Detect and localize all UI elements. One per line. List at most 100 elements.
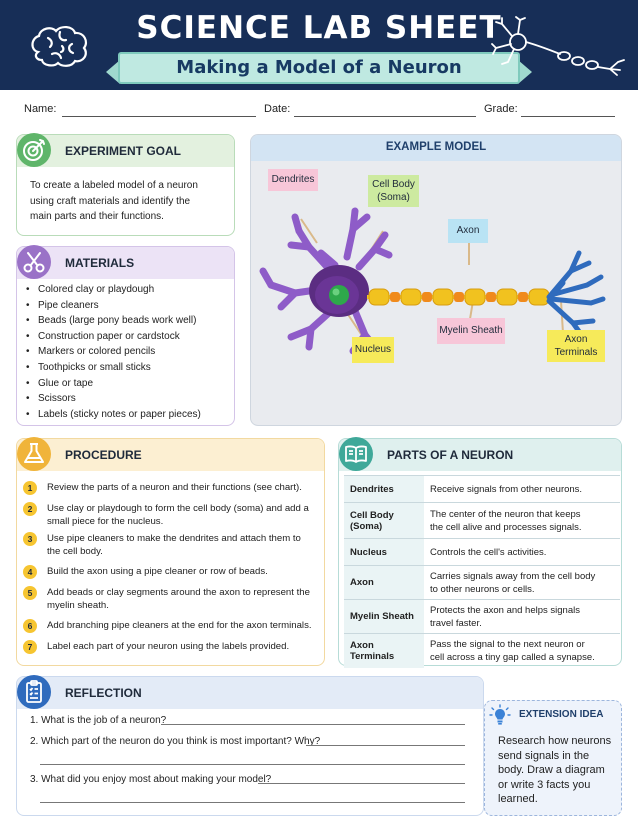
page-header: SCIENCE LAB SHEET Making a Model of a Ne… <box>0 0 638 90</box>
procedure-heading: PROCEDURE <box>65 448 142 462</box>
label-text: Nucleus <box>354 344 392 355</box>
list-item: Glue or tape <box>26 378 201 394</box>
extension-line: send signals in the <box>498 749 590 762</box>
label-axon: Axon <box>448 219 488 243</box>
goal-line: using craft materials and identify the <box>30 195 191 207</box>
materials-list: Colored clay or playdough Pipe cleaners … <box>26 284 201 424</box>
label-text: Axon <box>456 225 480 236</box>
grade-label: Grade: <box>484 103 518 115</box>
label-text: Terminals <box>554 347 598 358</box>
label-axon-terminals: Axon Terminals <box>547 330 605 362</box>
list-item: Scissors <box>26 393 201 409</box>
step-text: the cell body. <box>47 546 103 557</box>
term-cell: Axon <box>344 565 424 600</box>
step-text: Use pipe cleaners to make the dendrites … <box>47 533 301 544</box>
brain-icon <box>31 26 88 67</box>
step-number: 5 <box>23 586 37 600</box>
answer-line[interactable] <box>161 724 465 725</box>
definition-cell: Controls the cell's activities. <box>424 538 620 566</box>
experiment-goal-heading: EXPERIMENT GOAL <box>65 144 182 158</box>
parts-table: Dendrites Receive signals from other neu… <box>344 475 620 668</box>
step-text: Build the axon using a pipe cleaner or r… <box>47 566 268 577</box>
list-item: Beads (large pony beads work well) <box>26 315 201 331</box>
experiment-goal-card: EXPERIMENT GOAL To create a labeled mode… <box>16 134 235 236</box>
target-icon <box>17 133 51 167</box>
reflection-card: REFLECTION <box>16 676 484 816</box>
experiment-goal-header: EXPERIMENT GOAL <box>17 135 234 167</box>
ribbon-tail-right <box>518 60 532 84</box>
term-cell: Dendrites <box>344 475 424 503</box>
clipboard-icon <box>17 675 51 709</box>
step-text: Add beads or clay segments around the ax… <box>47 587 310 598</box>
step-text: Use clay or playdough to form the cell b… <box>47 503 309 514</box>
label-myelin-sheath: Myelin Sheath <box>437 318 505 344</box>
list-item: Construction paper or cardstock <box>26 331 201 347</box>
extension-line: body. Draw a diagram <box>498 764 605 776</box>
extension-line: Research how neurons <box>498 735 612 747</box>
label-text: Axon <box>564 334 588 345</box>
list-item: Colored clay or playdough <box>26 284 201 300</box>
neuron-icon <box>491 16 625 76</box>
label-text: Dendrites <box>271 174 315 185</box>
procedure-card: PROCEDURE <box>16 438 325 666</box>
example-model-heading: EXAMPLE MODEL <box>385 141 487 153</box>
name-field[interactable] <box>62 116 256 117</box>
lightbulb-icon <box>489 704 511 725</box>
label-text: Myelin Sheath <box>439 325 503 336</box>
step-number: 4 <box>23 565 37 579</box>
reflection-question-3: 3. What did you enjoy most about making … <box>30 774 272 785</box>
experiment-goal-text: To create a labeled model of a neuron us… <box>30 178 230 225</box>
example-model-card: EXAMPLE MODEL <box>250 134 622 426</box>
label-text: (Soma) <box>377 192 410 203</box>
list-item: Toothpicks or small sticks <box>26 362 201 378</box>
answer-line[interactable] <box>258 783 465 784</box>
answer-line[interactable] <box>306 745 465 746</box>
reflection-header: REFLECTION <box>17 677 483 709</box>
parts-header: PARTS OF A NEURON <box>339 439 621 471</box>
extension-text: Research how neurons send signals in the… <box>498 734 616 807</box>
table-row: Nucleus Controls the cell's activities. <box>344 538 620 566</box>
date-label: Date: <box>264 103 291 115</box>
definition-cell: Receive signals from other neurons. <box>424 475 620 503</box>
term-cell: Cell Body(Soma) <box>344 502 424 539</box>
extension-card: EXTENSION IDEA <box>484 700 622 816</box>
neuron-model-image <box>259 207 606 355</box>
term-cell: Axon Terminals <box>344 633 424 668</box>
materials-header: MATERIALS <box>17 247 234 279</box>
list-item: Labels (sticky notes or paper pieces) <box>26 409 201 425</box>
parts-heading: PARTS OF A NEURON <box>387 448 514 462</box>
reflection-question-1: 1. What is the job of a neuron? <box>30 715 167 726</box>
date-field[interactable] <box>294 116 476 117</box>
table-row: Cell Body(Soma) The center of the neuron… <box>344 502 620 539</box>
materials-heading: MATERIALS <box>65 256 135 270</box>
scissors-icon <box>17 245 51 279</box>
table-row: Dendrites Receive signals from other neu… <box>344 475 620 503</box>
answer-line[interactable] <box>40 764 465 765</box>
grade-field[interactable] <box>521 116 615 117</box>
answer-line[interactable] <box>40 802 465 803</box>
example-model-header <box>251 135 621 161</box>
step-text: Review the parts of a neuron and their f… <box>47 482 302 493</box>
extension-line: or write 3 facts you <box>498 778 591 791</box>
reflection-heading: REFLECTION <box>65 686 142 700</box>
flask-icon <box>17 437 51 471</box>
list-item: Markers or colored pencils <box>26 346 201 362</box>
step-text: small piece for the nucleus. <box>47 516 164 527</box>
ribbon-tail-left <box>106 60 120 84</box>
label-dendrites: Dendrites <box>268 169 318 191</box>
step-number: 1 <box>23 481 37 495</box>
page-subtitle: Making a Model of a Neuron <box>118 52 520 84</box>
term-cell: Nucleus <box>344 538 424 566</box>
table-row: Axon Terminals Pass the signal to the ne… <box>344 633 620 668</box>
table-row: Myelin Sheath Protects the axon and help… <box>344 599 620 634</box>
step-text: Add branching pipe cleaners at the end f… <box>47 620 312 631</box>
book-icon <box>339 437 373 471</box>
table-row: Axon Carries signals away from the cell … <box>344 565 620 600</box>
label-text: Cell Body <box>372 179 415 190</box>
goal-line: To create a labeled model of a neuron <box>30 180 198 191</box>
extension-line: learned. <box>498 793 538 805</box>
reflection-question-2: 2. Which part of the neuron do you think… <box>30 736 321 747</box>
